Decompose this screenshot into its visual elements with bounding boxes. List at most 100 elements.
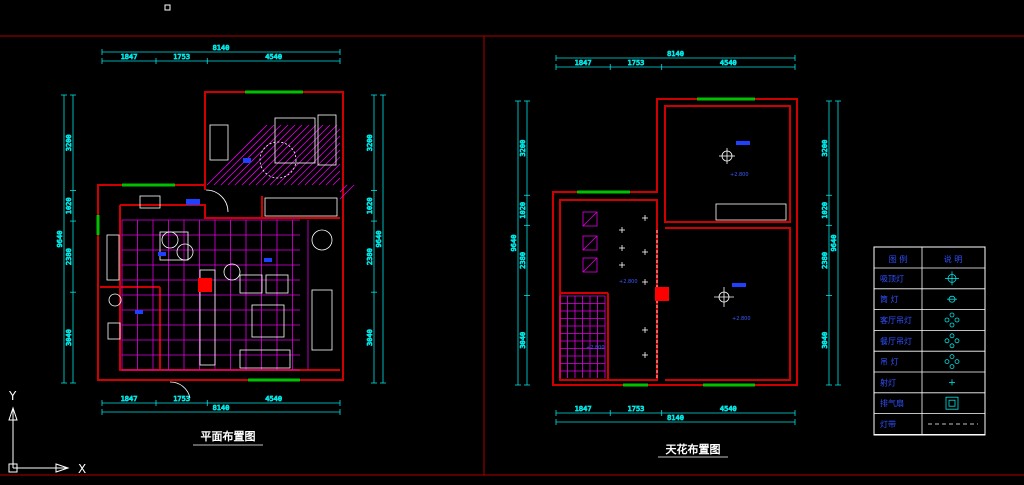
x-axis-label: X [78,462,86,476]
spotlight-icon [642,327,648,333]
legend-row-label: 灯带 [880,419,896,429]
floor-dim-bottom-part: 1753 [173,395,190,403]
floor-dim-bottom-total: 8140 [213,404,230,412]
floor-dim-top-part: 1753 [173,53,190,61]
spotlights [619,215,648,358]
ceiling-dim-top-part: 4540 [720,59,737,67]
ceiling-plan-windows [577,97,755,387]
floor-dim-left-part: 2380 [65,248,73,265]
ceiling-dim-right-part: 3200 [821,140,829,157]
legend-symbol-icon [944,354,960,370]
ucs-axis-icon: Y X [8,389,86,476]
ceiling-dim-bottom-part: 4540 [720,405,737,413]
rug [259,141,297,179]
dining-chair [161,231,179,249]
ceiling-dim-right-part: 2380 [821,252,829,269]
ceiling-plan-title: 天花布置图 [666,442,721,456]
plant [311,229,333,251]
toilet [107,322,121,340]
legend-header-desc: 说 明 [944,254,963,264]
tv-cabinet [311,289,333,351]
floor-dim-right-total: 9640 [375,231,383,248]
armchair [265,274,289,294]
ceiling-dim-top-part: 1847 [575,59,592,67]
column-marker [655,287,669,301]
door-swing [205,189,229,213]
dining-table [159,231,189,261]
furniture [106,114,338,399]
spotlight-icon [619,262,625,268]
dining-chair [176,243,194,261]
svg-text:+2.800: +2.800 [732,316,751,322]
sink [139,195,161,209]
bathroom-ceiling-grid [559,295,606,378]
ceiling-dim-right-part: 3040 [821,332,829,349]
floor-dim-bottom-part: 1847 [121,395,138,403]
ceiling-fixtures [656,148,787,380]
floor-dim-left-part: 3040 [65,329,73,346]
floor-dim-left-part: 3200 [65,134,73,151]
legend-symbol-icon [945,396,959,410]
spotlight-icon [642,352,648,358]
legend-symbol-icon [947,295,957,303]
ceiling-dim-left-part: 2380 [519,252,527,269]
sofa [239,349,291,369]
coffee-table [251,304,285,338]
plant [223,263,241,281]
legend-header-symbol: 图 例 [889,254,908,264]
floor-plan-dimensions: 8140 1847 1753 4540 8140 1847 1753 4540 9640 3200… [56,44,386,415]
floor-dim-left-part: 1020 [65,197,73,214]
floor-dim-right-part: 1020 [366,197,374,214]
floor-plan-annotations [135,158,272,314]
bed [274,117,316,164]
legend-symbol-icon [944,333,960,349]
ceiling-dim-bottom-total: 8140 [667,414,684,422]
desk [209,124,229,161]
ceiling-dim-left-part: 3040 [519,332,527,349]
legend-symbol-icon [949,379,955,386]
column-marker [198,278,212,292]
floor-dim-bottom-part: 4540 [265,395,282,403]
y-axis-label: Y [8,389,17,403]
ceiling-dim-right-part: 1020 [821,202,829,219]
floor-dim-top-total: 8140 [213,44,230,52]
floor-dim-right-part: 3040 [366,329,374,346]
ceiling-dim-top-total: 8140 [667,50,684,58]
spotlight-icon [619,245,625,251]
ceiling-dim-bottom-part: 1847 [575,405,592,413]
armchair [239,274,263,294]
floor-plan: 8140 1847 1753 4540 8140 1847 1753 4540 9640 3200… [56,44,386,446]
spotlight-icon [642,215,648,221]
nightstand [317,114,337,166]
legend-symbol-icon [945,271,959,286]
ceiling-dim-left-total: 9640 [510,235,518,252]
wardrobe-outline [715,203,787,221]
legend-row-label: 客厅吊灯 [880,315,912,325]
ceiling-dim-right-total: 9640 [830,235,838,252]
floor-dim-top-part: 4540 [265,53,282,61]
svg-text:+2.800: +2.800 [586,345,605,351]
floor-dim-top-part: 1847 [121,53,138,61]
legend-row-label: 筒 灯 [880,294,899,304]
legend-row-label: 吸顶灯 [880,273,904,283]
wardrobe [264,197,338,217]
ceiling-lights-magenta [582,211,598,273]
spotlight-icon [642,249,648,255]
sheet-frame [0,35,1024,476]
ceiling-dim-top-part: 1753 [628,59,645,67]
legend-row-label: 吊 灯 [880,357,899,367]
washbasin [108,293,122,307]
floor-plan-windows [96,90,303,382]
ceiling-dim-left-part: 1020 [519,202,527,219]
legend-symbol-icon [944,312,960,328]
bedroom-floor-hatch [206,124,355,200]
grip-marker[interactable] [164,4,171,11]
partition-cabinet [199,269,216,366]
ceiling-dim-left-part: 3200 [519,140,527,157]
svg-text:+2.800: +2.800 [619,279,638,285]
floor-dim-left-total: 9640 [56,231,64,248]
spotlight-icon [642,279,648,285]
